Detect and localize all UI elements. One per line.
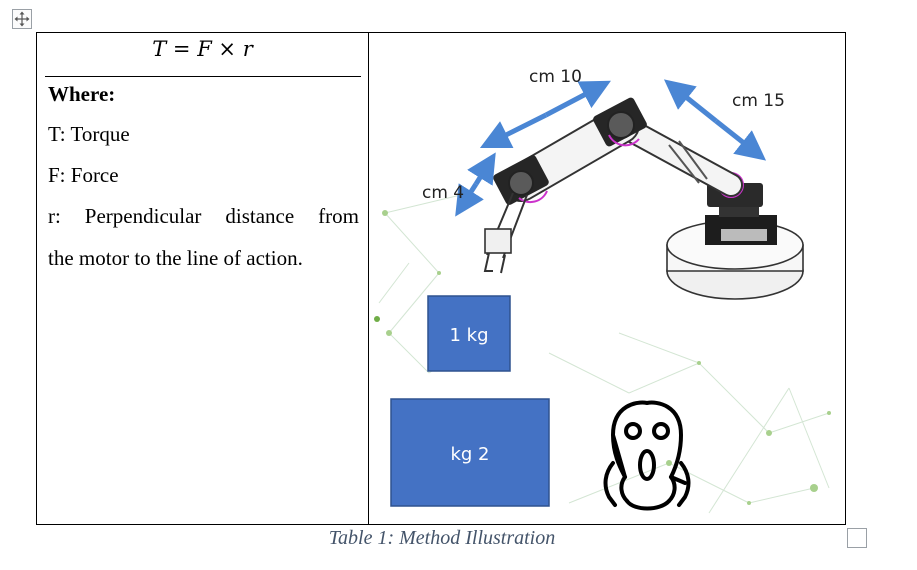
- arrow-10cm-b: [544, 80, 611, 118]
- formula-rule: [45, 76, 361, 77]
- weight-label-1kg: 1 kg: [449, 325, 488, 346]
- weight-box-1kg: [427, 295, 511, 372]
- move-arrows-icon: [14, 11, 30, 27]
- robotic-arm-image: [483, 97, 804, 300]
- arrow-4cm-a: [467, 152, 496, 186]
- network-background: [378, 192, 830, 514]
- torque-formula: T = F × r: [152, 37, 253, 61]
- weight-label-2kg: kg 2: [450, 444, 489, 465]
- distance-definition-line2: the motor to the line of action.: [48, 246, 303, 270]
- torque-definition: T: Torque: [48, 122, 130, 146]
- arrow-15cm-b: [714, 119, 767, 161]
- column-divider: [368, 33, 369, 524]
- label-length-15: cm 15: [732, 91, 785, 111]
- where-heading: Where:: [48, 82, 116, 106]
- network-nodes: [374, 210, 831, 505]
- definitions-cell[interactable]: T = F × r Where: T: Torque F: Force r: P…: [37, 33, 368, 524]
- dimension-arrows: [455, 79, 767, 217]
- weight-box-2kg: [390, 398, 550, 507]
- illustration-cell[interactable]: cm 10 cm 15 cm 4 1 kg kg 2: [369, 33, 845, 524]
- table-caption: Table 1: Method Illustration: [328, 527, 556, 549]
- scream-face-icon: [603, 400, 691, 511]
- label-length-10: cm 10: [529, 67, 582, 87]
- method-illustration: cm 10 cm 15 cm 4 1 kg kg 2: [374, 67, 831, 514]
- table-resize-handle[interactable]: [847, 528, 867, 548]
- distance-definition-line1: r: Perpendicular distance from: [48, 204, 359, 228]
- method-table: T = F × r Where: T: Torque F: Force r: P…: [36, 32, 846, 525]
- arrow-10cm-a: [479, 112, 548, 149]
- arrow-15cm-a: [663, 79, 718, 123]
- label-length-4: cm 4: [422, 183, 464, 203]
- force-definition: F: Force: [48, 163, 119, 187]
- table-move-handle[interactable]: [12, 9, 32, 29]
- arrow-4cm-b: [455, 182, 484, 217]
